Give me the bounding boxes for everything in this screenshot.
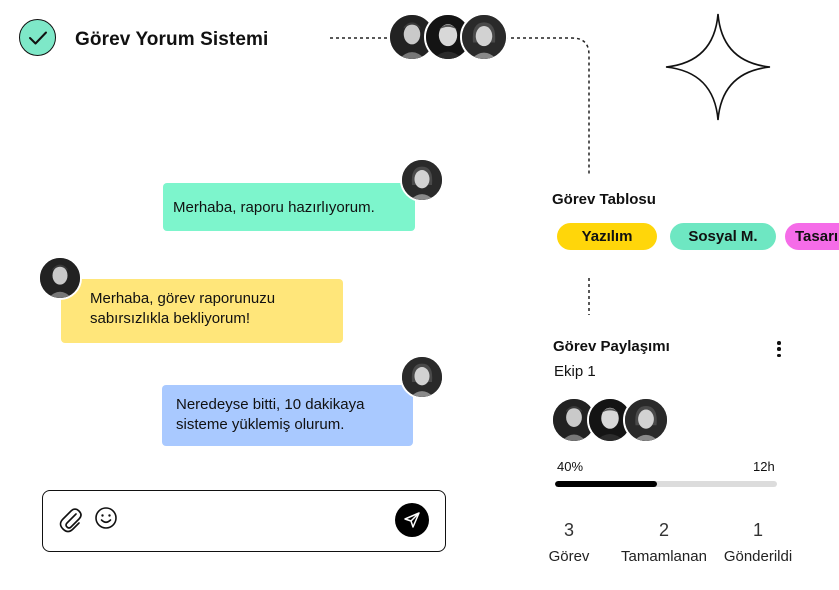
stat-tasks: 3 Görev [514,520,624,565]
check-icon [19,19,56,56]
progress-percent: 40% [557,459,584,474]
avatar [400,355,444,399]
progress-bar-fill [555,481,658,487]
more-options-icon[interactable] [770,339,788,359]
sparkle-icon [665,13,771,121]
avatar[interactable] [460,13,508,61]
board-title: Görev Tablosu [552,191,656,208]
emoji-icon[interactable] [94,506,118,530]
header-avatar-group[interactable] [388,13,508,61]
share-title: Görev Paylaşımı [553,338,670,355]
avatar[interactable] [551,397,597,443]
stat-submitted: 1 Gönderildi [703,520,813,565]
stat-value: 1 [752,520,763,540]
app-title: Görev Yorum Sistemi [75,29,269,50]
tag-sosyal-medya[interactable]: Sosyal M. [670,223,776,250]
progress-bar [555,481,777,487]
stat-value: 2 [658,520,669,540]
avatar [38,256,82,300]
avatar [400,158,444,202]
chat-message: Neredeyse bitti, 10 dakikaya sisteme yük… [162,385,413,446]
send-icon [404,512,420,528]
stat-label: Tamamlanan [621,548,707,565]
send-button[interactable] [395,503,429,537]
tag-tasarim[interactable]: Tasarım [785,223,839,250]
stat-label: Görev [548,548,590,565]
stat-completed: 2 Tamamlanan [609,520,719,565]
stat-value: 3 [563,520,574,540]
stat-label: Gönderildi [723,548,793,565]
team-label: Ekip 1 [554,363,596,380]
chat-message: Merhaba, görev raporunuzu sabırsızlıkla … [61,279,343,343]
team-avatar-group[interactable] [551,397,669,443]
paperclip-icon[interactable] [58,506,84,534]
chat-message: Merhaba, raporu hazırlıyorum. [163,183,415,231]
time-estimate: 12h [753,459,775,474]
tag-yazilim[interactable]: Yazılım [557,223,657,250]
avatar[interactable] [623,397,669,443]
